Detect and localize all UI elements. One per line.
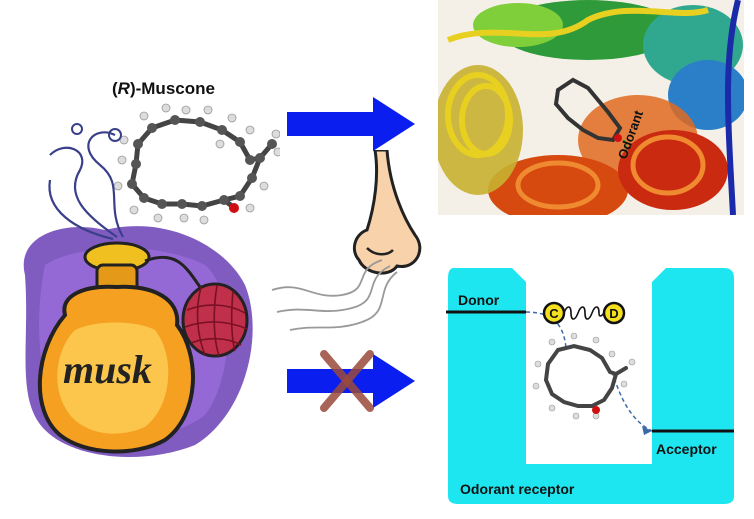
donor-label: Donor bbox=[458, 292, 500, 308]
blocked-cross-icon bbox=[320, 350, 374, 412]
perfume-bottle-illustration: musk bbox=[23, 123, 253, 457]
muscone-molecule bbox=[113, 103, 280, 225]
nose-icon bbox=[352, 150, 422, 275]
top-arrow bbox=[287, 97, 415, 151]
molecule-title: (R)-Muscone bbox=[112, 79, 215, 98]
oxygen-atom bbox=[229, 203, 239, 213]
receptor-diagram: C D Donor Acceptor Odorant receptor bbox=[446, 268, 734, 504]
receptor-structure-image: Odorant bbox=[438, 0, 744, 215]
scent-wisps bbox=[271, 259, 398, 331]
bottle-label: musk bbox=[63, 347, 152, 392]
receptor-label: Odorant receptor bbox=[460, 481, 575, 497]
d-label: D bbox=[609, 306, 618, 321]
acceptor-label: Acceptor bbox=[656, 441, 717, 457]
c-label: C bbox=[549, 306, 559, 321]
